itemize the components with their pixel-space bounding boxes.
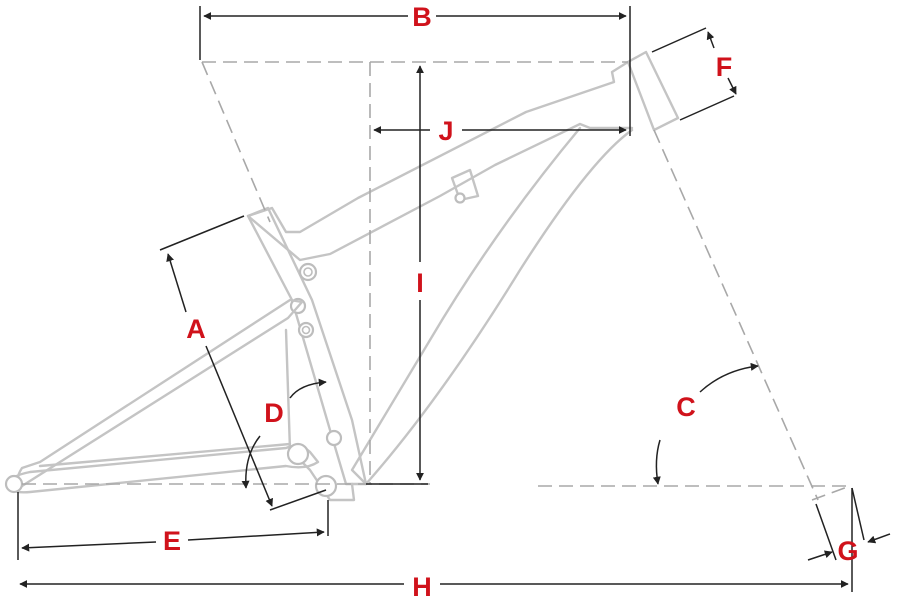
dim-f-bottom (727, 77, 737, 95)
steering-axis (653, 129, 819, 501)
dim-a-bottom (205, 345, 273, 507)
label-e: E (163, 526, 181, 556)
rear-axle (4, 474, 24, 494)
label-i: I (416, 268, 424, 298)
down-tube (350, 126, 634, 486)
trail-line (811, 485, 851, 501)
dim-g-left (807, 550, 833, 561)
dim-d-arc-high (289, 378, 327, 399)
seat-tube-extension (201, 61, 271, 223)
reference-lines (22, 61, 851, 501)
label-g: G (837, 536, 858, 566)
chain-stay (6, 444, 320, 494)
label-b: B (412, 2, 432, 32)
dim-a-ext-top (159, 215, 245, 251)
label-f: F (716, 52, 733, 82)
label-h: H (412, 572, 432, 600)
dim-g-ext-left (815, 503, 837, 561)
top-tube (246, 60, 634, 262)
seat-tube (246, 206, 368, 486)
shock-mount (450, 168, 480, 202)
dim-e-right (187, 528, 325, 541)
bike-frame-outline (4, 50, 680, 502)
label-j: J (438, 116, 453, 146)
dim-c-arc-high (699, 362, 759, 393)
dim-a-top (166, 253, 187, 313)
shock-upper-pivot (454, 192, 466, 204)
dim-f-top (706, 31, 715, 49)
dim-f-ext-top (651, 27, 707, 53)
head-tube (626, 50, 680, 132)
dim-g-ext-right (851, 487, 865, 541)
dim-d-arc-low (241, 435, 261, 489)
dim-c-arc-low (652, 439, 661, 485)
dim-e-left (21, 541, 157, 552)
dim-a-ext-bottom (269, 489, 327, 511)
label-a: A (186, 314, 206, 344)
label-c: C (676, 392, 696, 422)
label-d: D (264, 398, 284, 428)
dim-g-right (867, 533, 891, 544)
lower-pivot (286, 442, 310, 466)
dimension-lines (17, 6, 891, 592)
dim-f-ext-bottom (679, 95, 735, 121)
bb-pivot (325, 429, 343, 447)
seat-stay (16, 298, 304, 488)
dimension-labels: B J I F A D C E G H (163, 2, 859, 600)
